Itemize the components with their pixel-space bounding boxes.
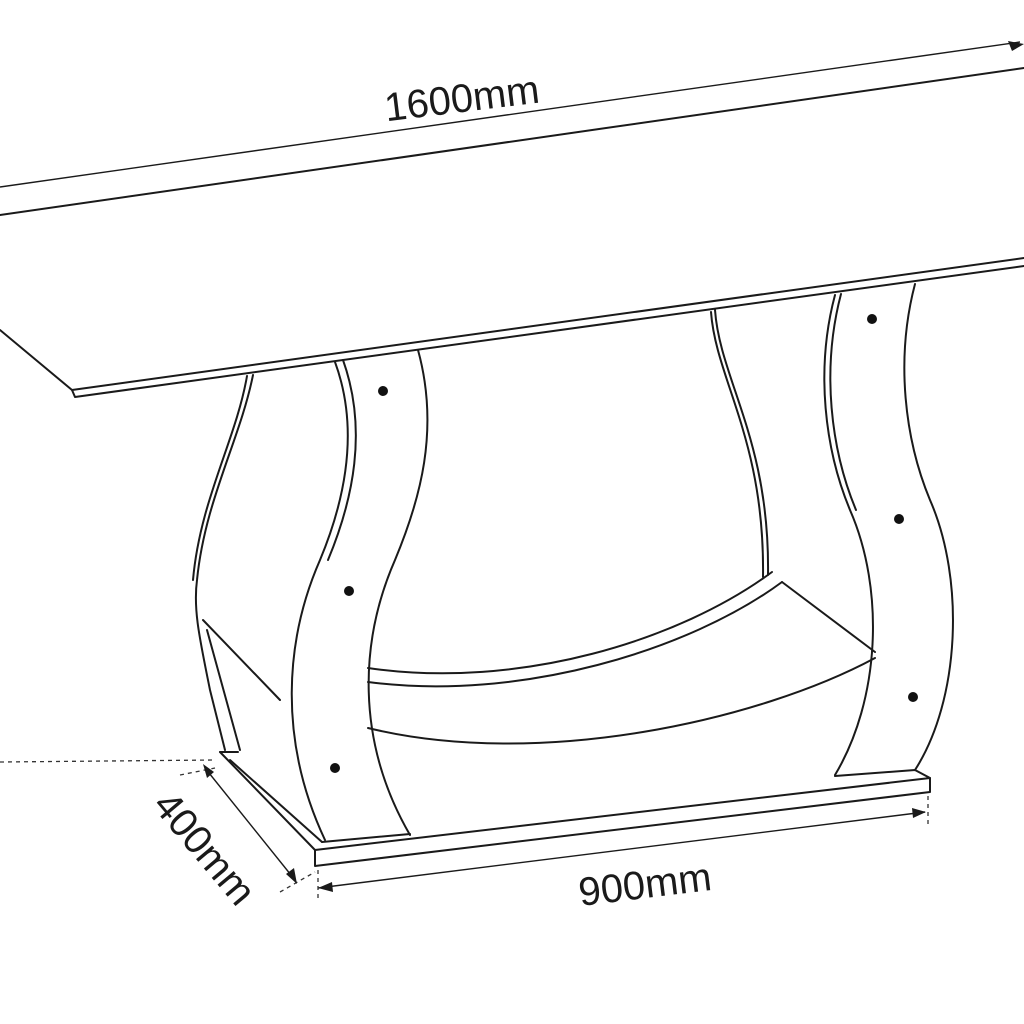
- shelf: [367, 571, 876, 745]
- left-back-leg: [192, 374, 281, 751]
- base-width-dimension-line: [317, 796, 929, 900]
- left-front-leg: [290, 349, 429, 841]
- length-dimension-line: [0, 41, 1024, 188]
- tabletop: [0, 67, 1024, 398]
- base-width-label: 900mm: [576, 855, 714, 915]
- screw-dots: [330, 314, 918, 773]
- base-plinth: [219, 751, 931, 867]
- depth-dimension-line: [0, 759, 316, 893]
- middle-back-panel: [710, 309, 770, 578]
- length-label: 1600mm: [382, 68, 542, 131]
- depth-label: 400mm: [145, 783, 264, 913]
- right-leg: [823, 283, 954, 776]
